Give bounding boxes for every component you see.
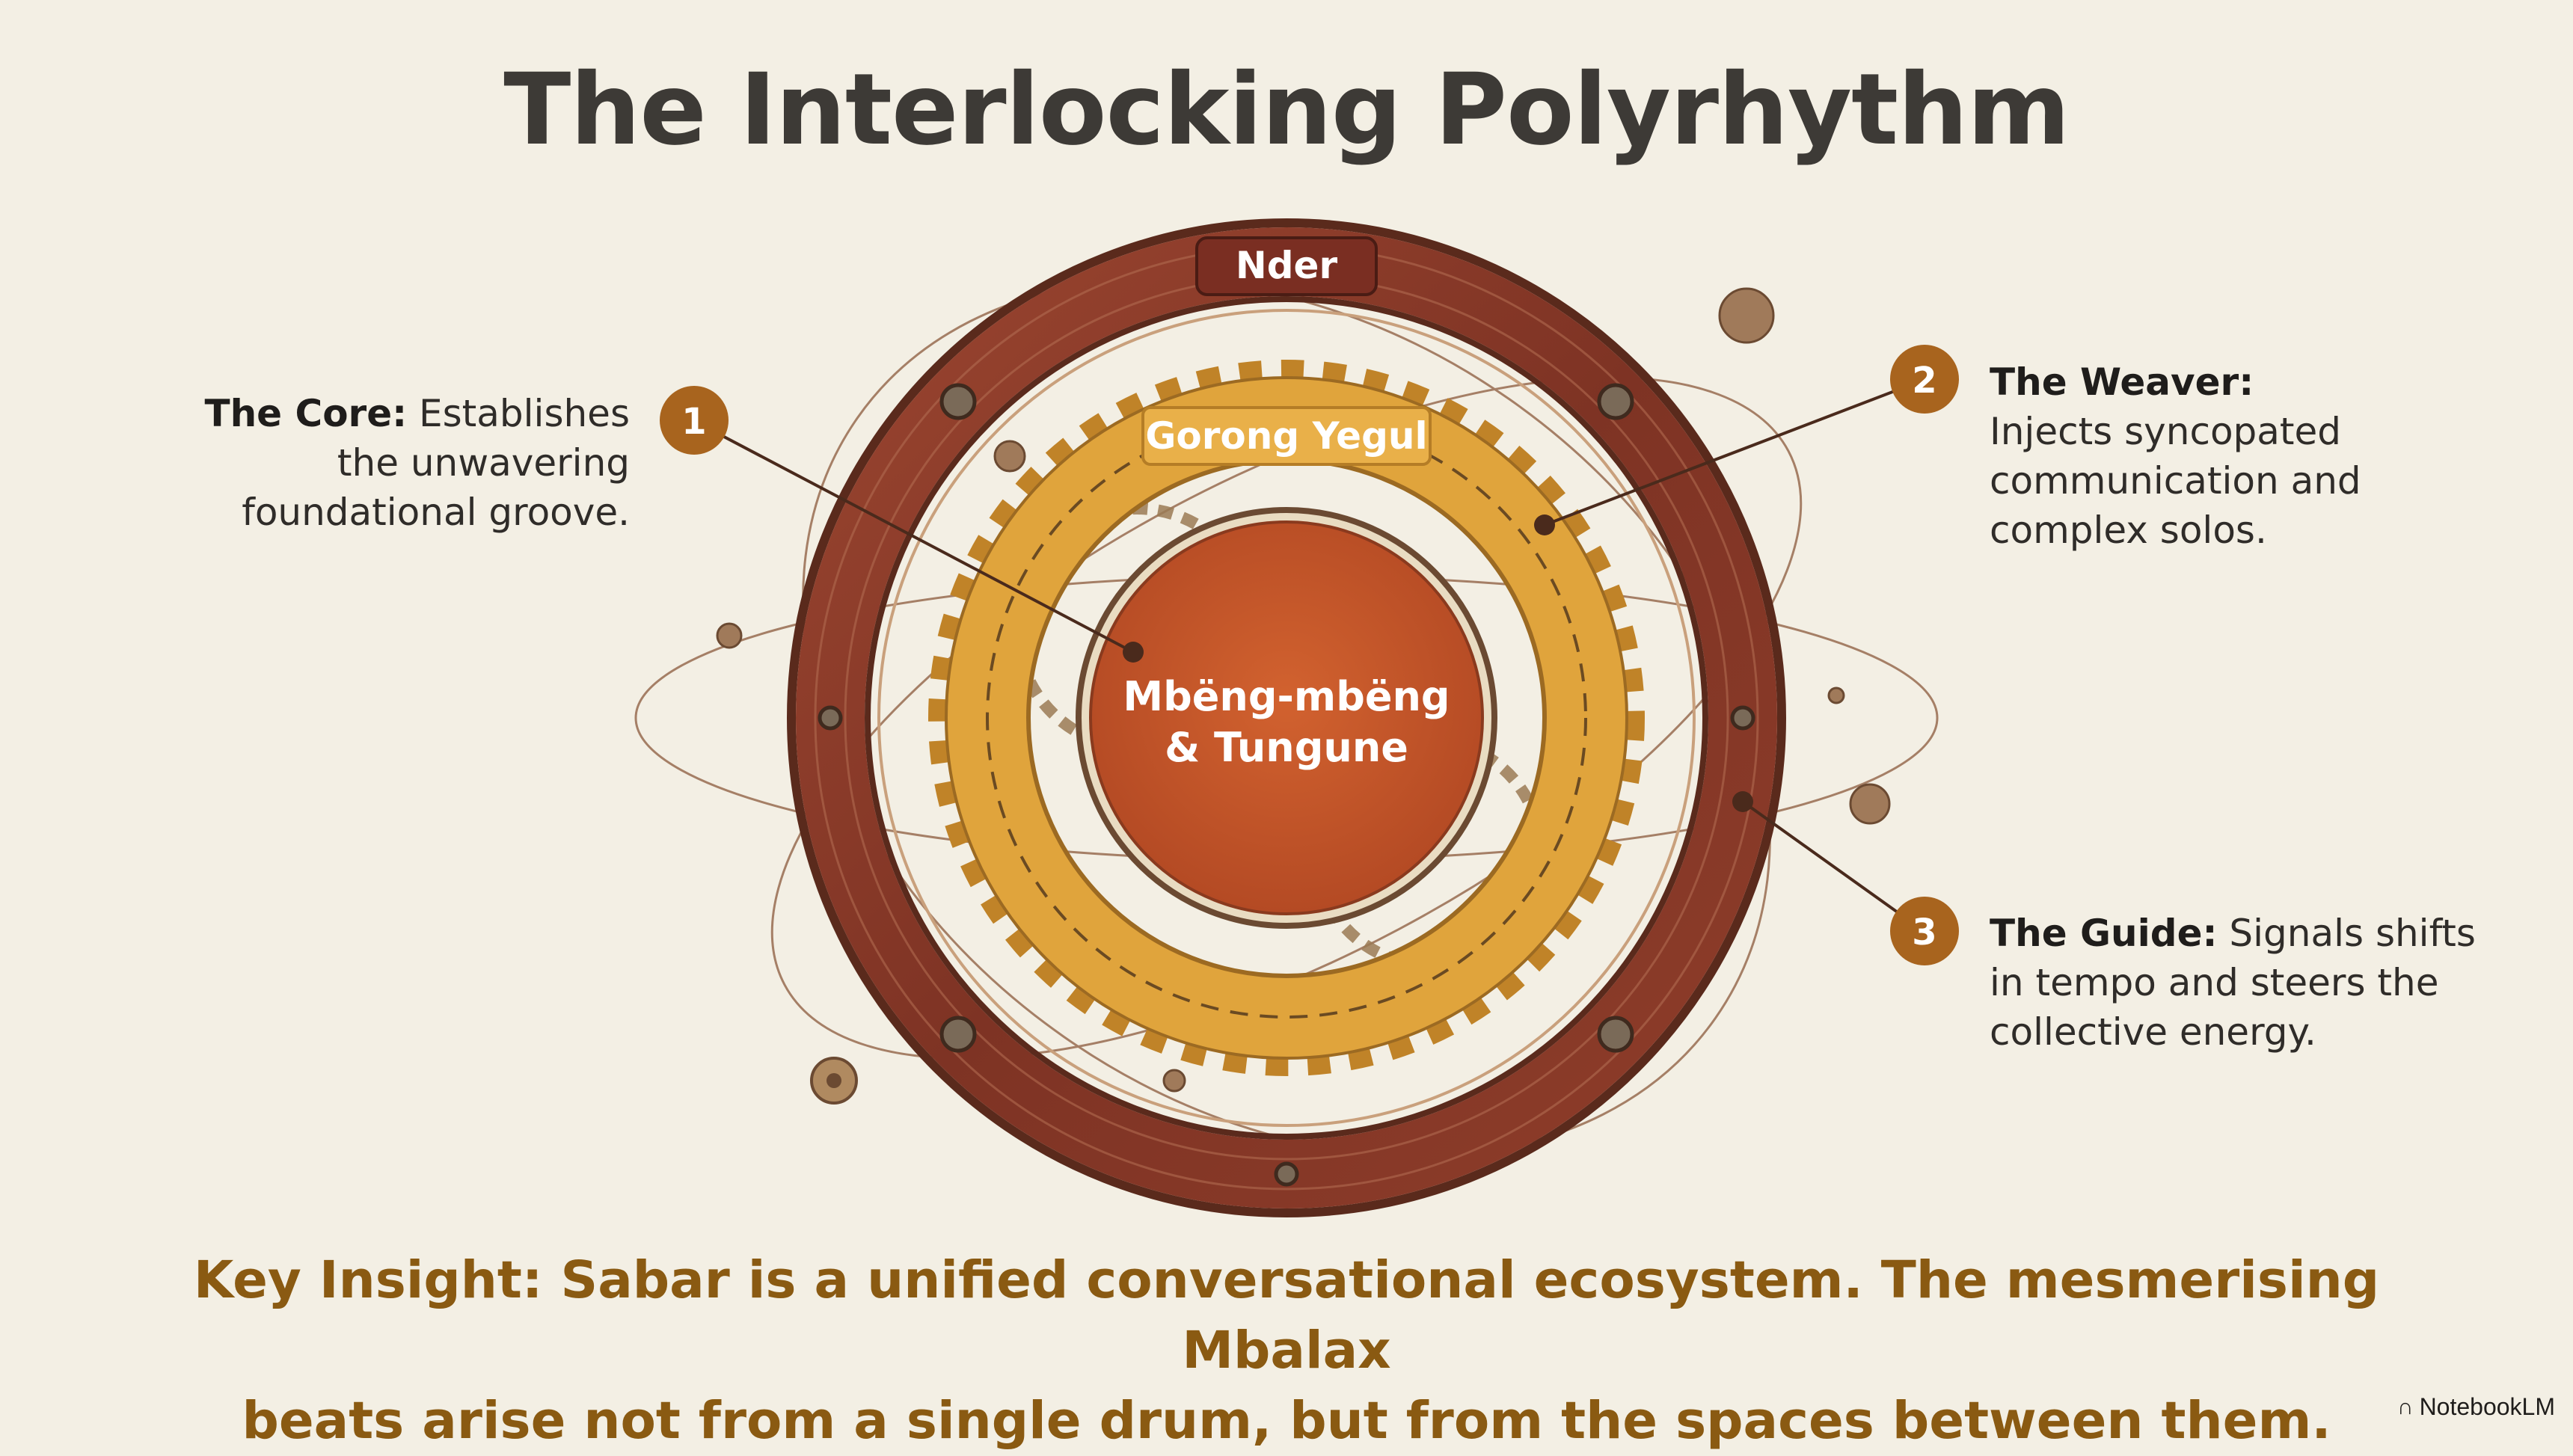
marker-2-label: 2 bbox=[1912, 360, 1936, 402]
callout-core: The Core: Establishes the unwavering fou… bbox=[166, 389, 630, 537]
nder-label-plate bbox=[1195, 236, 1378, 296]
marker-1: 1 bbox=[660, 386, 729, 455]
leader-lines bbox=[695, 378, 1925, 933]
leader-endpoints bbox=[1123, 514, 1753, 812]
callout-weaver-text: Injects syncopated communication and com… bbox=[1990, 410, 2361, 552]
inner-core-label-line1: Mbëng-mbëng bbox=[1123, 673, 1450, 720]
key-insight: Key Insight: Sabar is a unified conversa… bbox=[150, 1245, 2423, 1456]
callout-guide: The Guide: Signals shifts in tempo and s… bbox=[1990, 909, 2483, 1057]
callout-guide-text: Signals shifts in tempo and steers the c… bbox=[1990, 912, 2476, 1054]
small-cog-icon bbox=[810, 1057, 858, 1105]
inner-core-label-line2: & Tungune bbox=[1165, 724, 1408, 771]
notebooklm-logo-icon: ∩ bbox=[2397, 1394, 2414, 1419]
nder-label: Nder bbox=[1236, 244, 1338, 287]
page-title: The Interlocking Polyrhythm bbox=[503, 52, 2070, 168]
key-insight-line1: Key Insight: Sabar is a unified conversa… bbox=[193, 1250, 2380, 1380]
callout-core-text: Establishes the unwavering foundational … bbox=[242, 392, 630, 534]
marker-3: 3 bbox=[1890, 897, 1959, 965]
brand-label: NotebookLM bbox=[2419, 1393, 2555, 1420]
callout-core-heading: The Core: bbox=[204, 392, 408, 435]
inner-core bbox=[1076, 507, 1497, 929]
orbit-nodes bbox=[716, 287, 1891, 1093]
marker-3-label: 3 bbox=[1912, 912, 1936, 953]
callout-guide-heading: The Guide: bbox=[1990, 912, 2218, 955]
marker-2: 2 bbox=[1890, 345, 1959, 414]
outer-ring-bolts bbox=[818, 383, 1755, 1187]
gorong-label-plate bbox=[1141, 406, 1432, 466]
callout-weaver: The Weaver: Injects syncopated communica… bbox=[1990, 357, 2468, 555]
marker-1-label: 1 bbox=[681, 401, 706, 443]
gorong-yegul-label: Gorong Yegul bbox=[1145, 414, 1427, 458]
key-insight-line2: beats arise not from a single drum, but … bbox=[242, 1391, 2331, 1451]
brand-watermark: ∩ NotebookLM bbox=[2397, 1393, 2555, 1421]
callout-weaver-heading: The Weaver: bbox=[1990, 360, 2254, 404]
